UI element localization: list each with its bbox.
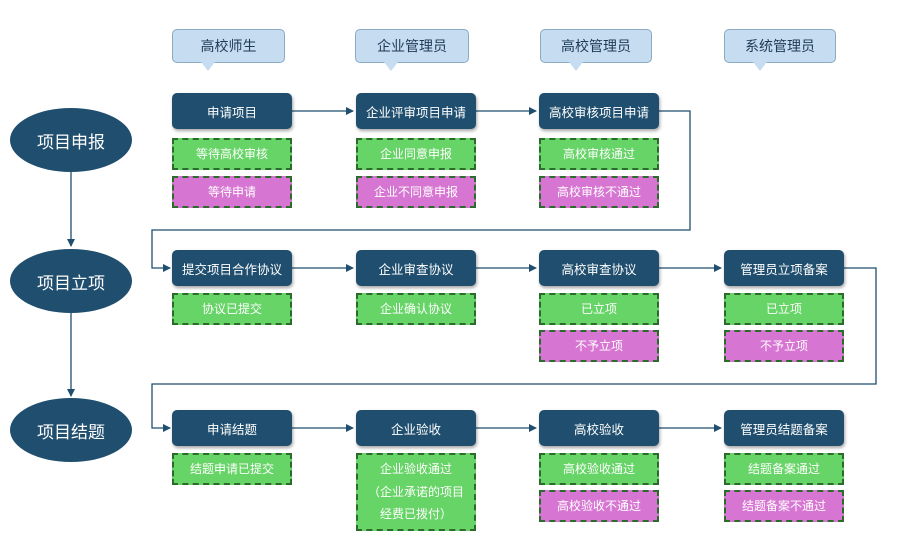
step-submit-agreement: 提交项目合作协议	[172, 250, 292, 286]
step-school-acceptance: 高校验收	[539, 410, 659, 446]
step-admin-approval-filing: 管理员立项备案	[724, 250, 844, 286]
step-enterprise-review-agreement: 企业审查协议	[356, 250, 476, 286]
phase-declaration: 项目申报	[10, 108, 132, 172]
status-admin-closure-pass: 结题备案通过	[724, 453, 844, 485]
status-admin-closure-fail: 结题备案不通过	[724, 490, 844, 522]
step-school-review: 高校审核项目申请	[539, 93, 659, 129]
phase-approval: 项目立项	[10, 249, 132, 313]
status-admin-approved: 已立项	[724, 293, 844, 325]
status-closure-submitted: 结题申请已提交	[172, 453, 292, 485]
status-enterprise-confirm: 企业确认协议	[356, 293, 476, 325]
status-school-approved: 已立项	[539, 293, 659, 325]
status-school-rejected: 不予立项	[539, 330, 659, 362]
role-enterprise-admin: 企业管理员	[355, 29, 469, 71]
status-line-3: 经费已拨付）	[379, 507, 452, 522]
status-enterprise-disagree: 企业不同意申报	[356, 176, 476, 208]
step-admin-closure-filing: 管理员结题备案	[724, 410, 844, 446]
step-school-review-agreement: 高校审查协议	[539, 250, 659, 286]
role-teacher-student: 高校师生	[172, 29, 285, 71]
status-line-1: 企业验收通过	[379, 461, 452, 476]
status-enterprise-acceptance-pass: 企业验收通过 （企业承诺的项目 经费已拨付）	[356, 453, 476, 531]
status-admin-rejected: 不予立项	[724, 330, 844, 362]
step-enterprise-acceptance: 企业验收	[356, 410, 476, 446]
step-apply-project: 申请项目	[172, 93, 292, 129]
role-system-admin: 系统管理员	[724, 29, 836, 71]
status-pending-apply: 等待申请	[172, 176, 292, 208]
status-pending-school-review: 等待高校审核	[172, 138, 292, 170]
role-school-admin: 高校管理员	[540, 29, 652, 71]
phase-closure: 项目结题	[10, 398, 132, 462]
status-line-2: （企业承诺的项目	[367, 484, 464, 499]
status-agreement-submitted: 协议已提交	[172, 293, 292, 325]
status-school-acceptance-fail: 高校验收不通过	[539, 490, 659, 522]
step-enterprise-review: 企业评审项目申请	[356, 93, 476, 129]
step-apply-closure: 申请结题	[172, 410, 292, 446]
status-school-acceptance-pass: 高校验收通过	[539, 453, 659, 485]
status-enterprise-agree: 企业同意申报	[356, 138, 476, 170]
status-school-pass: 高校审核通过	[539, 138, 659, 170]
status-school-fail: 高校审核不通过	[539, 176, 659, 208]
